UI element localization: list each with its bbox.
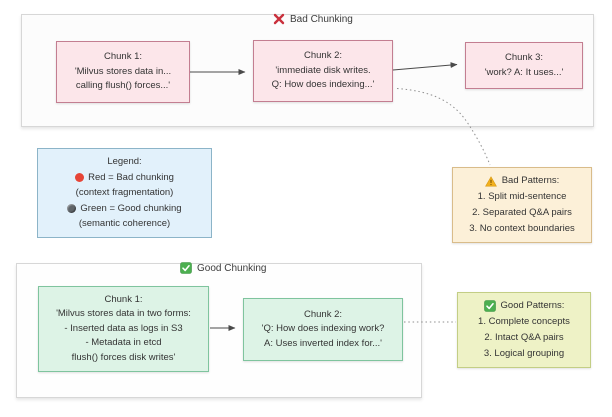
- good-chunking-title: Good Chunking: [180, 262, 267, 274]
- good-chunk-2-line: 'Q: How does indexing work?: [261, 323, 385, 335]
- bad-pattern-item: 2. Separated Q&A pairs: [472, 207, 572, 218]
- good-pattern-item: 1. Complete concepts: [478, 316, 570, 327]
- legend-green-note: (semantic coherence): [78, 218, 171, 230]
- bad-patterns-box: Bad Patterns: 1. Split mid-sentence 2. S…: [452, 167, 592, 243]
- legend-red-label: Red = Bad chunking: [88, 171, 174, 183]
- good-chunk-1-line: - Inserted data as logs in S3: [64, 322, 183, 334]
- bad-chunking-title-label: Bad Chunking: [290, 13, 353, 25]
- good-chunk-1-title: Chunk 1:: [104, 293, 143, 305]
- bad-chunk-1-line: 'Milvus stores data in...: [74, 65, 172, 77]
- red-dot-icon: [75, 173, 85, 182]
- good-chunk-2-line: A: Uses inverted index for...': [264, 337, 382, 349]
- good-patterns-box: Good Patterns: 1. Complete concepts 2. I…: [457, 292, 591, 368]
- bad-x-icon: [273, 13, 285, 25]
- bad-chunk-1-title: Chunk 1:: [103, 51, 143, 63]
- legend-green-label: Green = Good chunking: [80, 202, 182, 214]
- good-pattern-item: 3. Logical grouping: [483, 348, 565, 359]
- good-check-icon: [180, 262, 192, 274]
- good-chunk-1-line: 'Milvus stores data in two forms:: [56, 308, 191, 320]
- good-chunk-1-line: flush() forces disk writes': [71, 351, 176, 363]
- good-check-icon: [483, 300, 496, 312]
- bad-chunk-3-line: 'work? A: It uses...': [484, 66, 564, 78]
- bad-chunk-3-title: Chunk 3:: [504, 52, 544, 63]
- bad-pattern-item: 1. Split mid-sentence: [477, 191, 567, 202]
- good-chunking-title-label: Good Chunking: [197, 262, 267, 274]
- good-chunk-1-line: - Metadata in etcd: [85, 337, 162, 349]
- legend-title: Legend:: [107, 156, 142, 168]
- bad-chunk-1-line: calling flush() forces...': [75, 80, 171, 92]
- bad-chunk-3-node: Chunk 3: 'work? A: It uses...': [465, 42, 583, 89]
- bad-chunk-1-node: Chunk 1: 'Milvus stores data in... calli…: [56, 41, 190, 103]
- good-chunk-2-node: Chunk 2: 'Q: How does indexing work? A: …: [243, 298, 403, 361]
- good-chunk-1-node: Chunk 1: 'Milvus stores data in two form…: [38, 286, 209, 372]
- bad-patterns-title: Bad Patterns:: [501, 175, 560, 186]
- good-patterns-title: Good Patterns:: [500, 300, 565, 311]
- legend-box: Legend: Red = Bad chunking (context frag…: [37, 148, 212, 238]
- warning-icon: [484, 175, 497, 187]
- bad-chunk-2-line: Q: How does indexing...': [271, 79, 375, 91]
- bad-pattern-item: 3. No context boundaries: [469, 223, 575, 234]
- bad-chunk-2-title: Chunk 2:: [303, 50, 343, 62]
- good-chunk-2-title: Chunk 2:: [303, 308, 343, 320]
- legend-red-note: (context fragmentation): [75, 187, 174, 199]
- bad-chunk-2-line: 'immediate disk writes.: [275, 64, 371, 76]
- good-pattern-item: 2. Intact Q&A pairs: [484, 332, 564, 343]
- bad-chunk-2-node: Chunk 2: 'immediate disk writes. Q: How …: [253, 40, 393, 102]
- bad-chunking-title: Bad Chunking: [273, 13, 353, 25]
- gray-dot-icon: [67, 204, 77, 213]
